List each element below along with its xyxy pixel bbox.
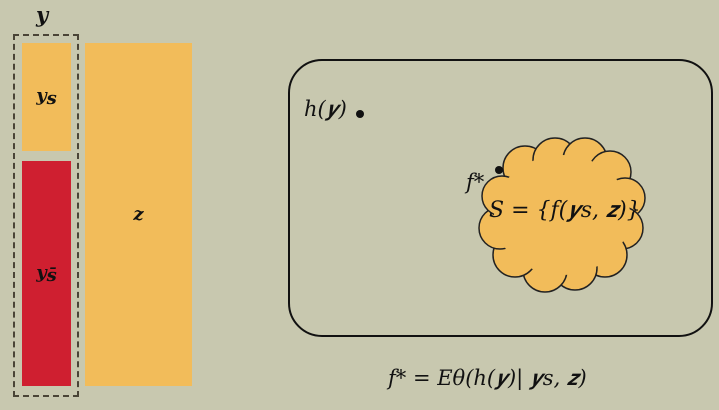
ys-block: ys: [22, 43, 71, 151]
h-y-label: h(𝒚): [304, 97, 347, 121]
f-star-point: [495, 166, 503, 174]
ys-bar-label: ys̄: [36, 261, 57, 286]
set-s-label: S = {f(𝒚s, 𝒛)}: [489, 198, 641, 223]
y-vector-dashed-outline: [13, 34, 79, 397]
f-star-formula: f* = Eθ(h(𝒚)| 𝒚s, 𝒛): [388, 366, 587, 390]
z-label: z: [133, 204, 144, 225]
ys-label: ys: [36, 85, 57, 109]
z-block: z: [85, 43, 192, 386]
function-space-box: [288, 59, 713, 337]
h-y-point: [356, 110, 364, 118]
ys-bar-block: ys̄: [22, 161, 71, 386]
y-vector-label: y: [36, 2, 49, 27]
f-star-label: f*: [466, 170, 485, 194]
